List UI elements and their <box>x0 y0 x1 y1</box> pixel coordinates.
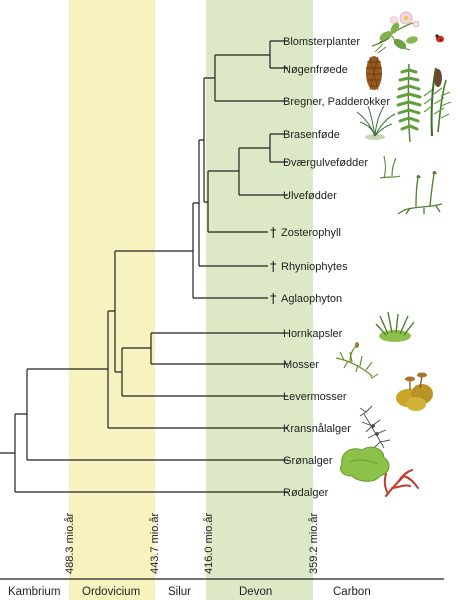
devon-band <box>206 0 313 600</box>
clubmoss-illustration <box>397 171 443 215</box>
date-label-488: 488.3 mio.år <box>64 513 76 574</box>
taxon-bregner-padderokker: Bregner, Padderokker <box>283 96 390 108</box>
taxon-labels: Blomsterplanter Nøgenfrøede Bregner, Pad… <box>270 36 390 499</box>
red-algae-illustration <box>383 469 419 497</box>
date-label-443: 443.7 mio.år <box>149 513 161 574</box>
period-ordovicium: Ordovicium <box>82 586 140 598</box>
liverwort-illustration <box>396 372 433 411</box>
taxon-mosser: Mosser <box>283 359 319 371</box>
period-carbon: Carbon <box>333 586 371 598</box>
ordovicium-band <box>69 0 155 600</box>
taxon-aglaophyton: Aglaophyton <box>281 293 342 305</box>
phylogenetic-tree <box>0 40 288 493</box>
taxon-rhyniophytes: Rhyniophytes <box>281 261 348 273</box>
taxon-dvaergulvefodder: Dværgulvefødder <box>283 157 368 169</box>
taxon-blomsterplanter: Blomsterplanter <box>283 36 360 48</box>
illustrations <box>335 11 452 497</box>
taxon-brasenfode: Brasenføde <box>283 129 340 141</box>
date-labels: 488.3 mio.år 443.7 mio.år 416.0 mio.år 3… <box>64 513 320 574</box>
spikemoss-illustration <box>379 155 401 179</box>
taxon-levermosser: Levermosser <box>283 391 347 403</box>
date-label-416: 416.0 mio.år <box>203 513 215 574</box>
taxon-hornkapsler: Hornkapsler <box>283 328 343 340</box>
stonewort-illustration <box>359 405 391 449</box>
period-devon: Devon <box>239 586 272 598</box>
period-silur: Silur <box>168 586 191 598</box>
pine-cone-illustration <box>366 37 390 91</box>
taxon-ulvefodder: Ulvefødder <box>283 190 337 202</box>
taxon-kransnalalger: Kransnålalger <box>283 423 351 435</box>
taxon-nogenfroede: Nøgenfrøede <box>283 64 348 76</box>
period-labels: Kambrium Ordovicium Silur Devon Carbon <box>8 586 371 598</box>
taxon-gronalger: Grønalger <box>283 455 333 467</box>
extinct-marker-aglaophyton: † <box>270 292 277 307</box>
period-kambrium: Kambrium <box>8 586 60 598</box>
date-label-359: 359.2 mio.år <box>308 513 320 574</box>
moss-illustration <box>335 342 379 379</box>
green-algae-illustration <box>339 446 390 482</box>
taxon-zosterophyll: Zosterophyll <box>281 227 341 239</box>
quillwort-illustration <box>356 105 396 140</box>
extinct-marker-rhyniophytes: † <box>270 260 277 275</box>
taxon-rodalger: Rødalger <box>283 487 329 499</box>
fern-illustration <box>396 63 422 143</box>
flowering-plant-illustration <box>377 11 444 51</box>
extinct-marker-zosterophyll: † <box>270 226 277 241</box>
hornwort-illustration <box>375 311 415 342</box>
horsetail-illustration <box>423 67 452 137</box>
